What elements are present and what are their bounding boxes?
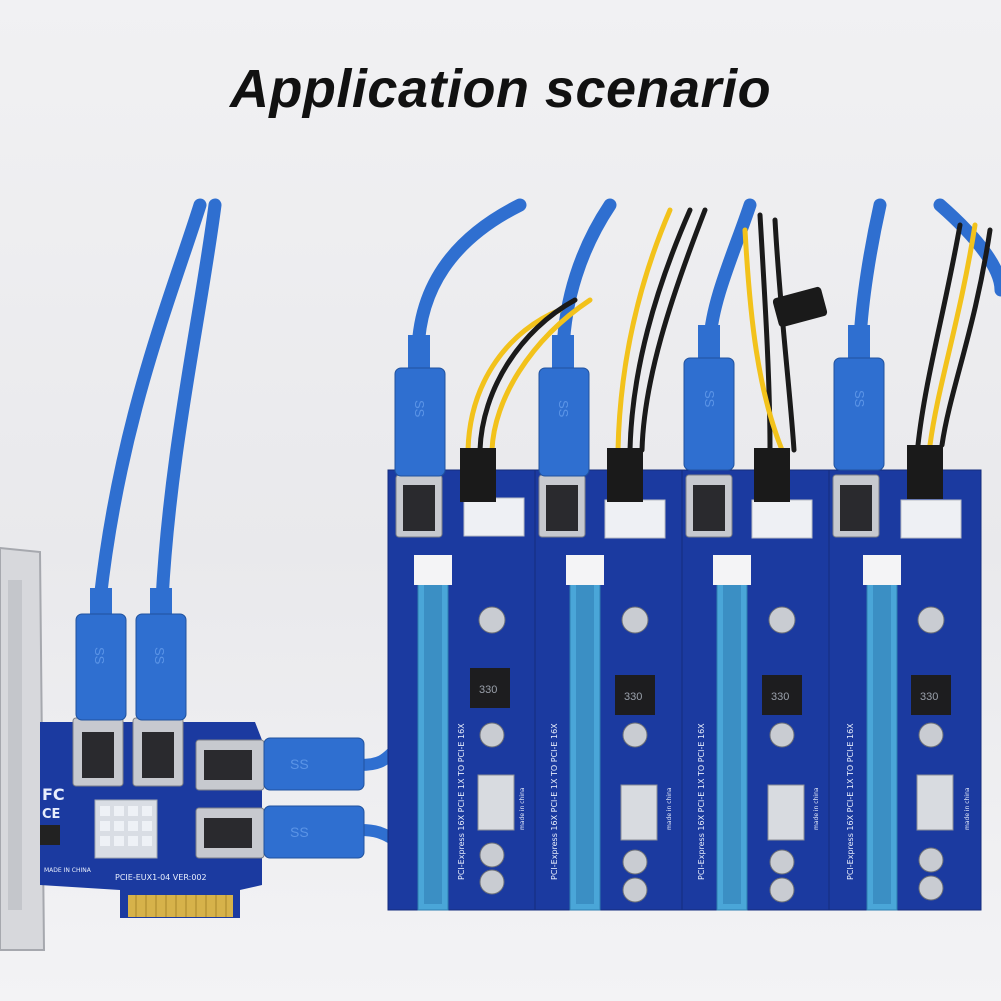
voltage-regulator bbox=[620, 784, 658, 841]
svg-text:330: 330 bbox=[920, 691, 938, 703]
usb-cable bbox=[703, 198, 757, 347]
capacitor bbox=[768, 606, 796, 634]
capacitor bbox=[622, 877, 648, 903]
capacitor bbox=[769, 722, 795, 748]
capacitor bbox=[479, 869, 505, 895]
capacitor bbox=[769, 849, 795, 875]
inductor bbox=[762, 675, 802, 715]
riser-made-in: made in china bbox=[519, 787, 526, 830]
inductor bbox=[615, 675, 655, 715]
capacitor bbox=[769, 877, 795, 903]
capacitor bbox=[917, 606, 945, 634]
inductor bbox=[470, 668, 510, 708]
molex-connector bbox=[604, 499, 666, 539]
usb-plug bbox=[833, 357, 885, 471]
pcie-adapter-card: FC CE PCIE-EUX1-04 VER:002 MADE IN CHINA bbox=[0, 546, 265, 951]
svg-text:SS: SS bbox=[852, 390, 867, 408]
usb-cable bbox=[556, 198, 617, 357]
molex-connector bbox=[463, 497, 525, 537]
molex-connector bbox=[751, 499, 813, 539]
adapter-made-in-label: MADE IN CHINA bbox=[44, 867, 92, 874]
svg-text:SS: SS bbox=[92, 647, 107, 665]
usb-cable bbox=[155, 198, 222, 607]
ce-mark: CE bbox=[42, 807, 60, 822]
usb-plug bbox=[135, 613, 187, 721]
riser-board: 330 PCI-Express 16X PCI-E 1X TO PCI-E 16… bbox=[681, 448, 833, 911]
usb-cable bbox=[853, 198, 887, 347]
riser-label: PCI-Express 16X PCI-E 1X TO PCI-E 16X bbox=[846, 723, 855, 880]
svg-text:SS: SS bbox=[290, 756, 309, 772]
riser-pcb bbox=[387, 469, 539, 911]
riser-label: PCI-Express 16X PCI-E 1X TO PCI-E 16X bbox=[550, 723, 559, 880]
capacitor bbox=[622, 849, 648, 875]
svg-text:330: 330 bbox=[624, 691, 642, 703]
svg-text:SS: SS bbox=[556, 400, 571, 418]
riser-board: 330 PCI-Express 16X PCI-E 1X TO PCI-E 16… bbox=[387, 448, 539, 911]
usb-cable bbox=[411, 198, 527, 357]
riser-pcb bbox=[534, 469, 686, 911]
usb-cable bbox=[93, 198, 207, 607]
svg-text:SS: SS bbox=[152, 647, 167, 665]
usb-plug bbox=[263, 805, 365, 859]
riser-label: PCI-Express 16X PCI-E 1X TO PCI-E 16X bbox=[697, 723, 706, 880]
svg-text:SS: SS bbox=[702, 390, 717, 408]
svg-text:330: 330 bbox=[771, 691, 789, 703]
riser-made-in: made in china bbox=[666, 787, 673, 830]
usb-plugs-risers: SS SS SS SS bbox=[394, 325, 885, 477]
svg-text:SS: SS bbox=[412, 400, 427, 418]
gold-edge-connector bbox=[128, 895, 233, 917]
svg-text:330: 330 bbox=[479, 684, 497, 696]
inductor bbox=[911, 675, 951, 715]
voltage-regulator bbox=[916, 774, 954, 831]
capacitor bbox=[918, 875, 944, 901]
svg-text:SS: SS bbox=[290, 824, 309, 840]
capacitor bbox=[918, 722, 944, 748]
capacitor bbox=[479, 722, 505, 748]
riser-made-in: made in china bbox=[964, 787, 971, 830]
riser-board: 330 PCI-Express 16X PCI-E 1X TO PCI-E 16… bbox=[828, 445, 982, 911]
capacitor bbox=[622, 722, 648, 748]
adapter-model-label: PCIE-EUX1-04 VER:002 bbox=[115, 873, 207, 882]
molex-connector bbox=[900, 499, 962, 539]
capacitor bbox=[621, 606, 649, 634]
capacitor bbox=[918, 847, 944, 873]
riser-pcb bbox=[828, 469, 982, 911]
fcc-mark: FC bbox=[42, 785, 65, 804]
usb-plug bbox=[538, 367, 590, 477]
usb-plug bbox=[394, 367, 446, 477]
riser-label: PCI-Express 16X PCI-E 1X TO PCI-E 16X bbox=[457, 723, 466, 880]
riser-board: 330 PCI-Express 16X PCI-E 1X TO PCI-E 16… bbox=[534, 448, 686, 911]
voltage-regulator bbox=[477, 774, 515, 831]
voltage-regulator bbox=[767, 784, 805, 841]
capacitor bbox=[479, 842, 505, 868]
page-title: Application scenario bbox=[229, 59, 772, 119]
riser-pcb bbox=[681, 469, 833, 911]
usb-plugs-adapter: SS SS SS SS bbox=[75, 588, 365, 859]
power-wires bbox=[465, 207, 993, 453]
capacitor bbox=[478, 606, 506, 634]
usb-plug bbox=[683, 357, 735, 471]
riser-made-in: made in china bbox=[813, 787, 820, 830]
usb-plug bbox=[75, 613, 127, 721]
usb-plug bbox=[263, 737, 365, 791]
